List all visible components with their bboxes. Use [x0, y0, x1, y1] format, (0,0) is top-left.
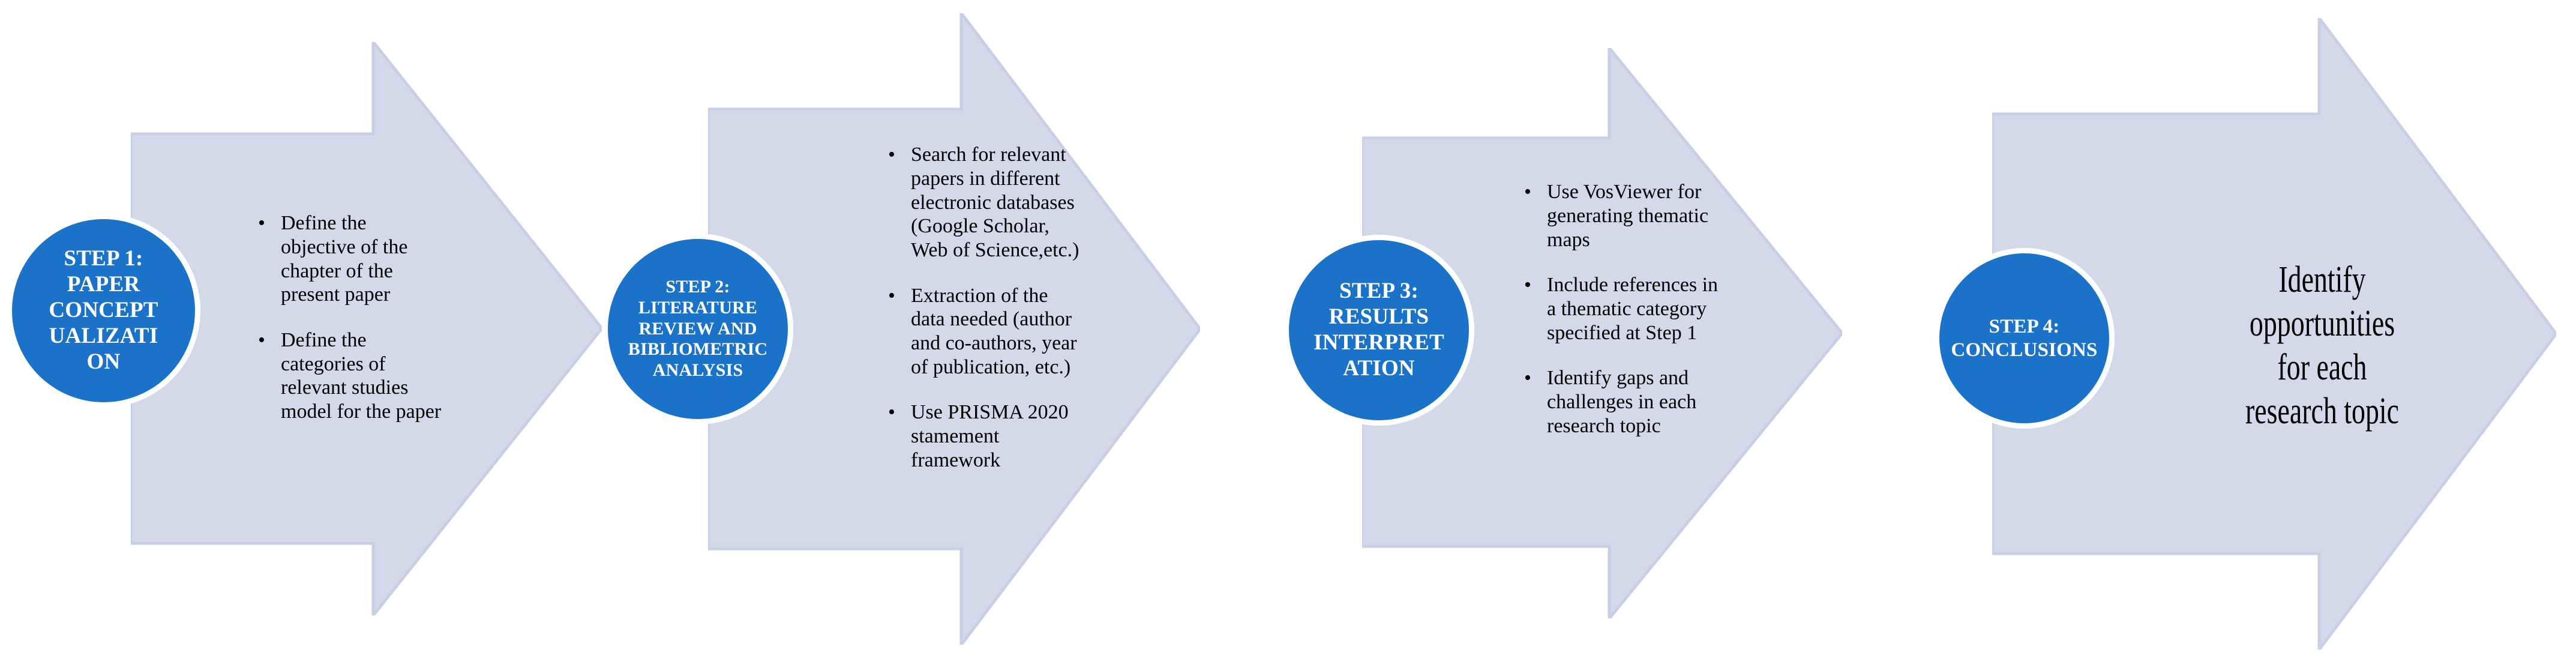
circle-step-1-label: STEP 1: PAPER CONCEPT UALIZATI ON	[49, 246, 158, 374]
circle-step-2[interactable]: STEP 2: LITERATURE REVIEW AND BIBLIOMETR…	[608, 239, 788, 419]
arrow-step-3	[1362, 48, 1842, 618]
bullet-icon: •	[888, 143, 895, 166]
circle-step-3[interactable]: STEP 3: RESULTS INTERPRET ATION	[1289, 240, 1469, 420]
bullet-text: Use VosViewer for generating thematic ma…	[1547, 181, 1709, 251]
circle-step-1[interactable]: STEP 1: PAPER CONCEPT UALIZATI ON	[12, 219, 195, 402]
arrow-step-4	[1992, 18, 2556, 650]
bullet-icon: •	[1524, 273, 1531, 296]
bullet-text: Use PRISMA 2020 stamement framework	[911, 401, 1069, 471]
circle-step-3-label: STEP 3: RESULTS INTERPRET ATION	[1314, 279, 1444, 381]
arrow-shape-4	[1992, 18, 2556, 650]
bullet-text: Identify gaps and challenges in each res…	[1547, 366, 1697, 437]
list-item: • Search for relevant papers in differen…	[888, 143, 1158, 262]
bullets-step-2: • Search for relevant papers in differen…	[888, 143, 1158, 472]
list-item: • Identify gaps and challenges in each r…	[1524, 366, 1800, 438]
bullet-icon: •	[258, 328, 265, 351]
arrow-shape-3	[1362, 48, 1842, 618]
bullet-icon: •	[1524, 181, 1531, 203]
bullet-text: Search for relevant papers in different …	[911, 143, 1079, 262]
circle-step-4-label: STEP 4: CONCLUSIONS	[1951, 316, 2098, 361]
arrow-step-1	[131, 42, 602, 615]
bullet-icon: •	[888, 401, 895, 424]
list-item: • Use PRISMA 2020 stamement framework	[888, 400, 1158, 472]
arrow-shape-2	[708, 13, 1200, 645]
bullet-icon: •	[1524, 366, 1531, 389]
arrow-step-2	[708, 13, 1200, 645]
circle-step-4[interactable]: STEP 4: CONCLUSIONS	[1939, 253, 2109, 423]
list-item: • Define the objective of the chapter of…	[258, 211, 522, 307]
list-item: • Use VosViewer for generating thematic …	[1524, 180, 1800, 252]
bullet-text: Define the objective of the chapter of t…	[281, 212, 408, 306]
bullets-step-3: • Use VosViewer for generating thematic …	[1524, 180, 1800, 438]
bullet-icon: •	[888, 284, 895, 307]
circle-step-2-label: STEP 2: LITERATURE REVIEW AND BIBLIOMETR…	[628, 277, 768, 381]
bullet-icon: •	[258, 212, 265, 234]
bullet-text: Include references in a thematic categor…	[1547, 273, 1719, 344]
list-item: • Extraction of the data needed (author …	[888, 284, 1158, 379]
list-item: • Include references in a thematic categ…	[1524, 273, 1800, 345]
bullet-text: Define the categories of relevant studie…	[281, 328, 442, 423]
final-statement: Identify opportunities for each research…	[2245, 259, 2400, 432]
arrow-shape-1	[131, 42, 602, 615]
bullets-step-1: • Define the objective of the chapter of…	[258, 211, 522, 424]
bullet-text: Extraction of the data needed (author an…	[911, 284, 1077, 378]
list-item: • Define the categories of relevant stud…	[258, 328, 522, 424]
